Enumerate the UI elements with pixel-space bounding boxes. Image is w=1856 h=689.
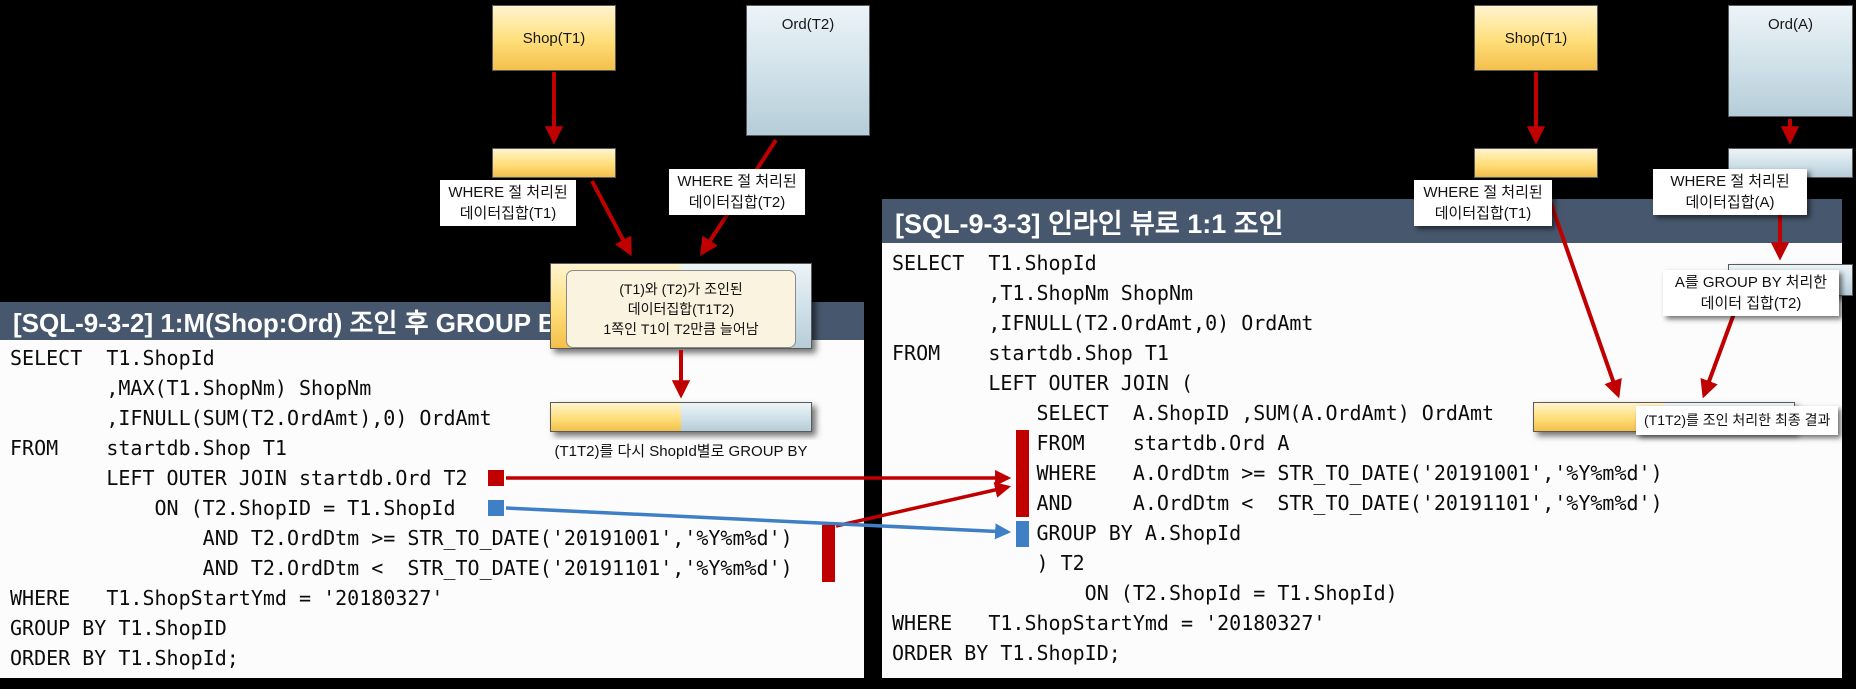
left-where-t2-label: WHERE 절 처리된 데이터집합(T2): [669, 169, 805, 215]
right-final-result-label: (T1T2)를 조인 처리한 최종 결과: [1636, 406, 1839, 435]
right-panel-body: SELECT T1.ShopId ,T1.ShopNm ShopNm ,IFNU…: [882, 243, 1842, 678]
left-groupby-result-box: [550, 402, 812, 432]
right-groupby-t2-label: A를 GROUP BY 처리한 데이터 집합(T2): [1663, 270, 1839, 316]
left-ord-t2-label: Ord(T2): [781, 16, 835, 33]
right-panel-sql-code: SELECT T1.ShopId ,T1.ShopNm ShopNm ,IFNU…: [892, 251, 1663, 665]
left-panel-body: SELECT T1.ShopId ,MAX(T1.ShopNm) ShopNm …: [0, 340, 864, 678]
left-join-callout: (T1)와 (T2)가 조인된 데이터집합(T1T2) 1쪽인 T1이 T2만큼…: [566, 270, 796, 348]
left-where-t1-label: WHERE 절 처리된 데이터집합(T1): [440, 180, 576, 226]
right-shop-t1-source-box: Shop(T1): [1474, 5, 1598, 71]
arrow-where-to-join-left: [590, 180, 632, 257]
right-where-a-label: WHERE 절 처리된 데이터집합(A): [1653, 169, 1807, 215]
left-shop-t1-source-box: Shop(T1): [492, 5, 616, 71]
left-where-filtered-t1-box: [492, 148, 616, 178]
right-panel-title: [SQL-9-3-3] 인라인 뷰로 1:1 조인: [882, 199, 1842, 243]
left-groupby-caption: (T1T2)를 다시 ShopId별로 GROUP BY: [541, 440, 821, 461]
left-shop-t1-label: Shop(T1): [522, 29, 586, 47]
right-where-filtered-t1-box: [1474, 148, 1598, 178]
right-ord-a-label: Ord(A): [1768, 16, 1813, 33]
left-ord-t2-source-box: Ord(T2): [746, 5, 870, 136]
right-shop-t1-label: Shop(T1): [1504, 29, 1568, 47]
left-panel-sql-code: SELECT T1.ShopId ,MAX(T1.ShopNm) ShopNm …: [10, 346, 793, 670]
right-ord-a-source-box: Ord(A): [1728, 5, 1853, 117]
left-result-blue-half: [681, 403, 811, 431]
right-where-t1-label: WHERE 절 처리된 데이터집합(T1): [1414, 180, 1552, 226]
left-result-yellow-half: [551, 403, 681, 431]
